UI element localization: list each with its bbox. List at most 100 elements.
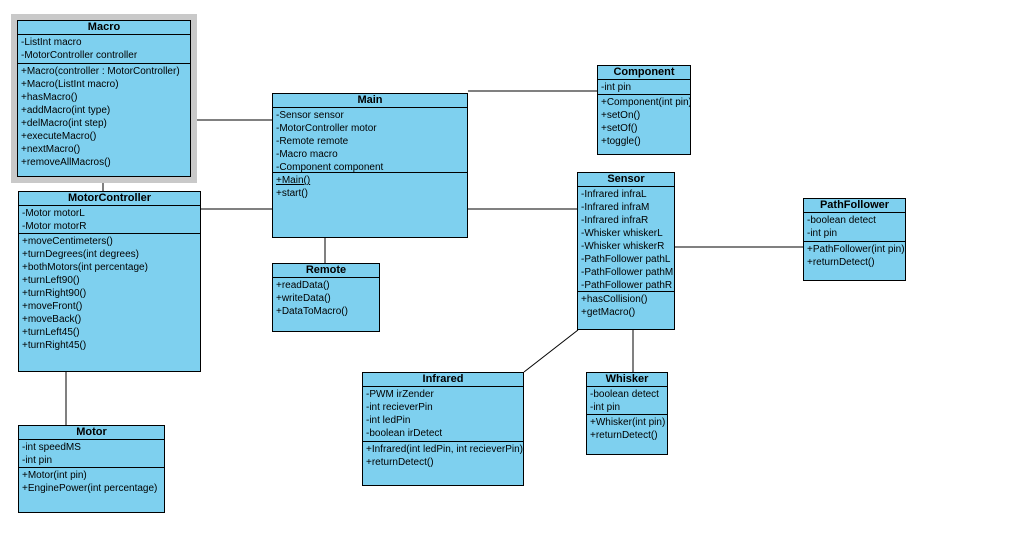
methods-compartment-motor: +Motor(int pin) +EnginePower(int percenta… xyxy=(19,468,164,512)
method-row: +setOn() xyxy=(601,110,641,121)
class-title-remote: Remote xyxy=(273,264,379,278)
method-row: +Whisker(int pin) xyxy=(590,417,666,428)
class-box-pathfollower[interactable]: PathFollower -boolean detect -int pin +Pa… xyxy=(803,198,906,281)
connector-sensor-infrared[interactable] xyxy=(523,329,579,373)
method-row: +delMacro(int step) xyxy=(21,118,107,129)
attribute-row: -int pin xyxy=(807,228,838,239)
method-row: +writeData() xyxy=(276,293,331,304)
attribute-row: -Whisker whiskerL xyxy=(581,228,663,239)
method-row: +removeAllMacros() xyxy=(21,157,111,168)
class-title-macro: Macro xyxy=(18,21,190,35)
class-box-component[interactable]: Component -int pin +Component(int pin)+s… xyxy=(597,65,691,155)
attributes-compartment-motor: -int speedMS -int pin xyxy=(19,440,164,468)
attribute-row: -int recieverPin xyxy=(366,402,433,413)
class-title-sensor: Sensor xyxy=(578,173,674,187)
method-row: +PathFollower(int pin) xyxy=(807,244,905,255)
class-box-whisker[interactable]: Whisker -boolean detect -int pin +Whisker… xyxy=(586,372,668,455)
attribute-row: -Infrared infraL xyxy=(581,189,647,200)
class-box-main[interactable]: Main -Sensor sensor -MotorController moto… xyxy=(272,93,468,238)
attributes-compartment-sensor: -Infrared infraL -Infrared infraM -Infrare… xyxy=(578,187,674,292)
attributes-compartment-pathfollower: -boolean detect -int pin xyxy=(804,213,905,242)
attribute-row: -Component component xyxy=(276,162,384,173)
class-title-infrared: Infrared xyxy=(363,373,523,387)
attribute-row: -int pin xyxy=(22,455,53,466)
method-row: +start() xyxy=(276,188,308,199)
class-title-main: Main xyxy=(273,94,467,108)
method-row: +readData() xyxy=(276,280,330,291)
class-box-macro[interactable]: Macro -ListInt macro-MotorController con… xyxy=(11,14,197,183)
methods-compartment-pathfollower: +PathFollower(int pin) +returnDetect() xyxy=(804,242,905,280)
method-row: +turnRight45() xyxy=(22,340,87,351)
method-row: +Macro(ListInt macro) xyxy=(21,79,119,90)
method-row: +turnRight90() xyxy=(22,288,87,299)
methods-compartment-sensor: +hasCollision() +getMacro() xyxy=(578,292,674,329)
method-row: +EnginePower(int percentage) xyxy=(22,483,158,494)
methods-compartment-main: +Main() +start() xyxy=(273,173,467,237)
methods-compartment-component: +Component(int pin) +setOn() +setOf() +togg… xyxy=(598,95,690,154)
methods-compartment-infrared: +Infrared(int ledPin, int recieverPin) +r… xyxy=(363,442,523,485)
attributes-compartment-infrared: -PWM irZender -int recieverPin -int ledPin… xyxy=(363,387,523,442)
attribute-row: -PathFollower pathL xyxy=(581,254,671,265)
method-row: +turnLeft90() xyxy=(22,275,80,286)
attributes-compartment-whisker: -boolean detect -int pin xyxy=(587,387,667,415)
method-row: +moveFront() xyxy=(22,301,83,312)
method-row: +setOf() xyxy=(601,123,638,134)
method-row: +returnDetect() xyxy=(807,257,875,268)
attribute-row: -boolean irDetect xyxy=(366,428,443,439)
method-row: +Main() xyxy=(276,175,311,186)
method-row: +Macro(controller : MotorController) xyxy=(21,66,180,77)
class-title-whisker: Whisker xyxy=(587,373,667,387)
attribute-row: -Remote remote xyxy=(276,136,349,147)
attribute-row: -Motor motorR xyxy=(22,221,87,232)
attribute-row: -Infrared infraM xyxy=(581,202,650,213)
class-title-motor: Motor xyxy=(19,426,164,440)
attribute-row: -Motor motorL xyxy=(22,208,85,219)
method-row: +Infrared(int ledPin, int recieverPin) xyxy=(366,444,523,455)
method-row: +getMacro() xyxy=(581,307,636,318)
attribute-row: -Sensor sensor xyxy=(276,110,344,121)
attributes-compartment-motorcontroller: -Motor motorL -Motor motorR xyxy=(19,206,200,234)
method-row: +Motor(int pin) xyxy=(22,470,87,481)
class-box-motorcontroller[interactable]: MotorController -Motor motorL-Motor moto… xyxy=(18,191,201,372)
method-row: +Component(int pin) xyxy=(601,97,690,108)
method-row: +bothMotors(int percentage) xyxy=(22,262,148,273)
class-title-motorcontroller: MotorController xyxy=(19,192,200,206)
method-row: +nextMacro() xyxy=(21,144,81,155)
method-row: +DataToMacro() xyxy=(276,306,348,317)
class-box-infrared[interactable]: Infrared -PWM irZender -int recieverPin -i… xyxy=(362,372,524,486)
class-box-motor[interactable]: Motor -int speedMS -int pin +Motor(int pi… xyxy=(18,425,165,513)
attribute-row: -int pin xyxy=(590,402,621,413)
class-title-pathfollower: PathFollower xyxy=(804,199,905,213)
method-row: +hasCollision() xyxy=(581,294,648,305)
methods-compartment-whisker: +Whisker(int pin) +returnDetect() xyxy=(587,415,667,454)
methods-compartment-macro: +Macro(controller : MotorController) +Mac… xyxy=(18,64,190,176)
methods-compartment-remote: +readData() +writeData() +DataToMacro() xyxy=(273,278,379,331)
method-row: +returnDetect() xyxy=(590,430,658,441)
attribute-row: -int speedMS xyxy=(22,442,81,453)
class-box-remote[interactable]: Remote +readData() +writeData() +DataToMac… xyxy=(272,263,380,332)
attribute-row: -Infrared infraR xyxy=(581,215,649,226)
method-row: +toggle() xyxy=(601,136,641,147)
method-row: +turnLeft45() xyxy=(22,327,80,338)
method-row: +turnDegrees(int degrees) xyxy=(22,249,140,260)
attribute-row: -boolean detect xyxy=(590,389,659,400)
method-row: +executeMacro() xyxy=(21,131,97,142)
method-row: +hasMacro() xyxy=(21,92,78,103)
attribute-row: -Macro macro xyxy=(276,149,338,160)
method-row: +moveBack() xyxy=(22,314,82,325)
attributes-compartment-main: -Sensor sensor -MotorController motor -Rem… xyxy=(273,108,467,173)
method-row: +returnDetect() xyxy=(366,457,434,468)
attribute-row: -int pin xyxy=(601,82,632,93)
attribute-row: -ListInt macro xyxy=(21,37,82,48)
class-box-sensor[interactable]: Sensor -Infrared infraL-Infrared infraM-… xyxy=(577,172,675,330)
attribute-row: -boolean detect xyxy=(807,215,876,226)
methods-compartment-motorcontroller: +moveCentimeters() +turnDegrees(int degre… xyxy=(19,234,200,371)
method-row: +moveCentimeters() xyxy=(22,236,113,247)
attributes-compartment-macro: -ListInt macro-MotorController controlle… xyxy=(18,35,190,64)
attribute-row: -PWM irZender xyxy=(366,389,434,400)
attribute-row: -MotorController motor xyxy=(276,123,377,134)
attribute-row: -int ledPin xyxy=(366,415,411,426)
attribute-row: -PathFollower pathR xyxy=(581,280,673,291)
attribute-row: -Whisker whiskerR xyxy=(581,241,665,252)
